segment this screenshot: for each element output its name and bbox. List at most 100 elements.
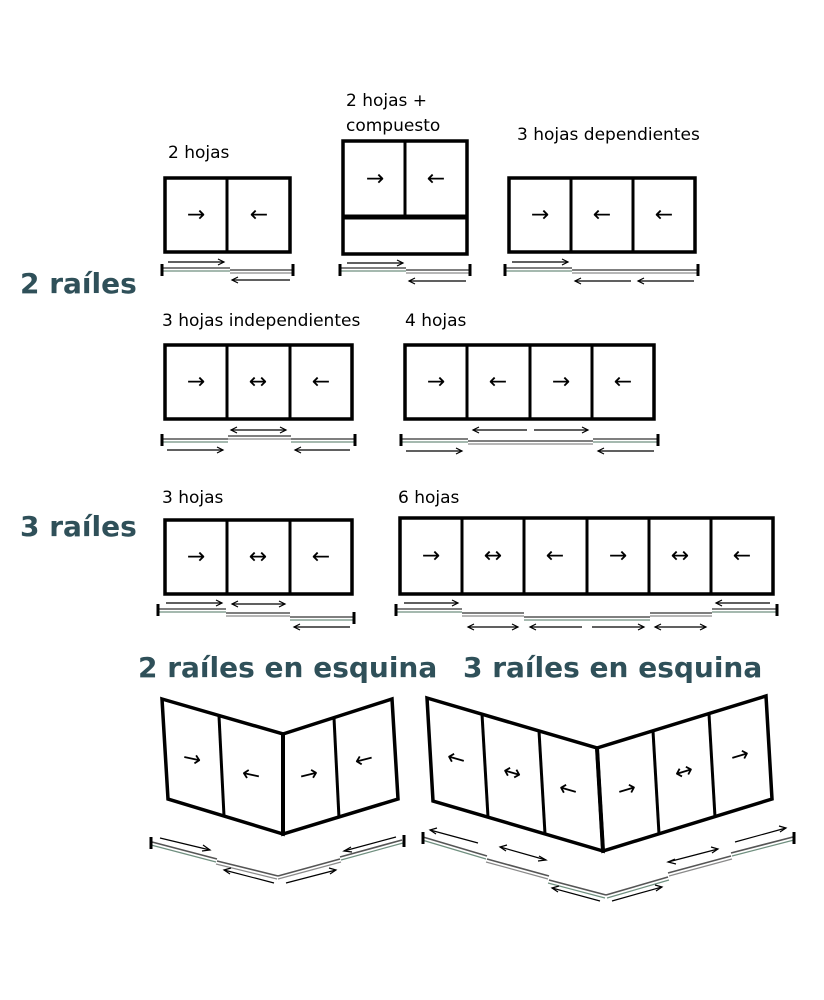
rail-line (277, 858, 341, 877)
heading-3-rails-corner: 3 raíles en esquina (463, 651, 762, 684)
arrowhead-icon (654, 884, 664, 892)
rail-diagram (149, 835, 406, 884)
arrowhead-icon (455, 447, 464, 455)
config-3-hojas-dependientes: 3 hojas dependientes → ← ← (503, 125, 700, 285)
heading-2-rails: 2 raíles (20, 267, 137, 300)
arrowhead-icon (217, 258, 226, 266)
arrowhead-icon (293, 446, 302, 454)
move-both-line (667, 848, 719, 863)
rail-line (547, 882, 606, 899)
arrow-right-icon: → (552, 370, 570, 395)
rail-line (339, 839, 403, 858)
heading-2-rails-corner: 2 raíles en esquina (138, 651, 437, 684)
leaf-divider (217, 715, 226, 817)
config-4-hojas: 4 hojas → ← → ← (399, 311, 660, 455)
config-2-railes-esquina: → ← → ← (149, 696, 406, 884)
window-frame (507, 176, 697, 254)
heading-3-rails: 3 raíles (20, 510, 137, 543)
label-2-hojas: 2 hojas (168, 143, 230, 163)
arrowhead-icon (292, 623, 301, 631)
arrow-left-icon: ← (556, 775, 581, 804)
move-left-line (551, 887, 601, 902)
rail-line (730, 836, 794, 854)
arrow-right-icon: → (531, 203, 549, 228)
corner-window: → ← → ← (160, 696, 400, 837)
arrow-left-icon: ← (546, 544, 564, 569)
corner-window: ← ↔ ← → ↔ → (425, 693, 774, 854)
arrow-right-icon: → (366, 167, 384, 192)
move-right-line (159, 837, 211, 851)
arrowhead-icon (229, 426, 288, 434)
arrow-right-icon: → (180, 745, 203, 773)
arrow-right-icon: → (187, 203, 205, 228)
arrowhead-icon (596, 447, 605, 455)
arrowhead-icon (528, 623, 537, 631)
arrow-left-icon: ← (593, 203, 611, 228)
window-frame (163, 343, 354, 421)
arrow-right-icon: → (422, 544, 440, 569)
arrowhead-icon (230, 276, 239, 284)
arrow-both-icon: ↔ (500, 758, 525, 787)
rail-line (421, 839, 487, 860)
label-3-hojas: 3 hojas (162, 488, 224, 508)
rail-line (277, 861, 342, 880)
corner-post (595, 747, 605, 852)
arrowhead-icon (396, 259, 405, 267)
rail-line (606, 879, 670, 899)
rail-line (667, 855, 732, 874)
leaf-divider (537, 730, 547, 835)
leaf-divider (651, 730, 661, 835)
arrowhead-icon (466, 623, 520, 631)
arrow-both-icon: ↔ (671, 544, 689, 569)
window-frame (163, 518, 354, 596)
rail-line (422, 836, 488, 857)
arrowhead-icon (637, 623, 646, 631)
leaf-divider (332, 717, 341, 819)
move-left-line (223, 869, 275, 884)
rail-diagram (338, 259, 472, 285)
rail-line (485, 861, 549, 880)
arrowhead-icon (561, 258, 570, 266)
arrow-left-icon: ← (250, 203, 268, 228)
move-right-line (734, 827, 787, 843)
arrowhead-icon (201, 844, 212, 852)
move-right-line (285, 869, 337, 884)
move-left-line (429, 829, 479, 844)
label-3-hojas-dependientes: 3 hojas dependientes (517, 125, 700, 145)
arrow-left-icon: ← (655, 203, 673, 228)
arrow-left-icon: ← (614, 370, 632, 395)
arrow-left-icon: ← (239, 761, 262, 789)
config-2-hojas-compuesto: 2 hojas + compuesto → ← (338, 91, 472, 285)
rail-diagram (160, 426, 357, 454)
leaf-divider (480, 713, 490, 818)
rail-line (215, 863, 278, 880)
arrowhead-icon (407, 277, 416, 285)
arrowhead-icon (428, 827, 438, 835)
arrow-left-icon: ← (312, 370, 330, 395)
rail-line (340, 842, 404, 861)
rail-line (605, 876, 669, 896)
arrowhead-icon (471, 426, 480, 434)
arrow-left-icon: ← (444, 744, 469, 773)
arrowhead-icon (653, 623, 708, 631)
rail-line (216, 860, 279, 877)
arrowhead-icon (216, 446, 225, 454)
move-both-line (499, 846, 547, 861)
config-6-hojas: 6 hojas → ↔ ← → ↔ ← (394, 488, 779, 631)
arrow-right-icon: → (297, 761, 321, 790)
arrow-right-icon: → (609, 544, 627, 569)
arrowhead-icon (230, 600, 287, 608)
arrowhead-icon (581, 426, 590, 434)
arrowhead-icon (636, 277, 645, 285)
move-right-line (611, 886, 663, 902)
rail-diagram (421, 825, 796, 902)
arrow-right-icon: → (728, 741, 753, 770)
arrow-right-icon: → (615, 775, 640, 804)
rail-diagram (394, 599, 779, 631)
arrowhead-icon (222, 867, 232, 875)
arrow-left-icon: ← (352, 746, 376, 775)
rail-line (150, 844, 217, 863)
arrow-right-icon: → (187, 370, 205, 395)
arrowhead-icon (215, 599, 224, 607)
rail-line (731, 839, 795, 857)
